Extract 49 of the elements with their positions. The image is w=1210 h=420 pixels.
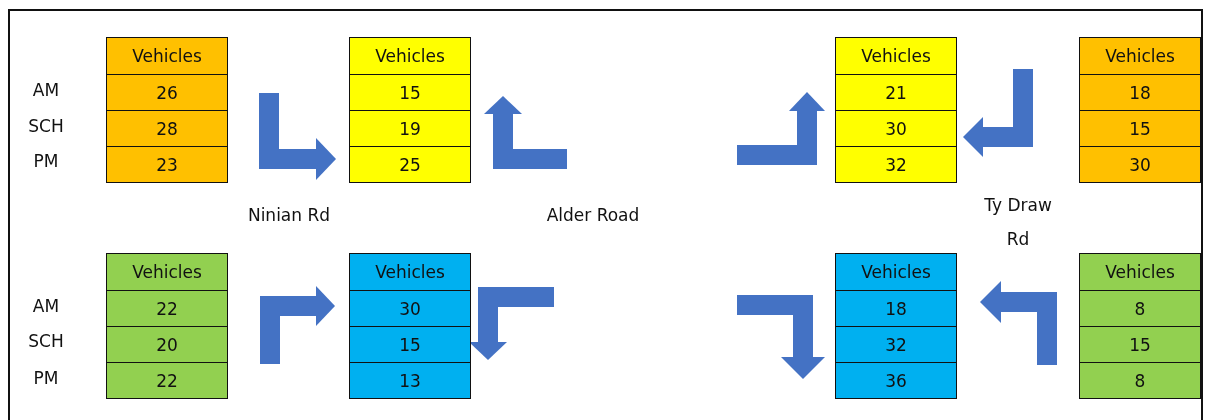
row-label: PM — [32, 151, 60, 171]
table-cell: 26 — [107, 74, 227, 110]
table-cell: 25 — [350, 146, 470, 182]
table-cell: 8 — [1080, 290, 1200, 326]
table-cell: 36 — [836, 362, 956, 398]
vehicle-count-table — [349, 253, 471, 399]
table-cell: 15 — [350, 74, 470, 110]
vehicle-count-table — [1079, 37, 1201, 183]
table-cell: 32 — [836, 146, 956, 182]
table-cell: 13 — [350, 362, 470, 398]
table-cell: 15 — [1080, 110, 1200, 146]
row-label: PM — [32, 368, 60, 388]
table-cell: 30 — [350, 290, 470, 326]
road-name: Ty Draw Rd — [983, 194, 1053, 251]
table-cell: 32 — [836, 326, 956, 362]
table-header: Vehicles — [860, 261, 932, 284]
vehicle-count-table — [106, 253, 228, 399]
table-cell: 20 — [107, 326, 227, 362]
vehicle-count-table — [835, 37, 957, 183]
table-header: Vehicles — [860, 45, 932, 68]
table-cell: 8 — [1080, 362, 1200, 398]
table-cell: 19 — [350, 110, 470, 146]
table-cell: 21 — [836, 74, 956, 110]
table-cell: 22 — [107, 362, 227, 398]
table-header: Vehicles — [1104, 45, 1176, 68]
row-label: AM — [31, 80, 61, 100]
table-cell: 22 — [107, 290, 227, 326]
table-header: Vehicles — [374, 45, 446, 68]
vehicle-count-table — [835, 253, 957, 399]
table-header: Vehicles — [131, 45, 203, 68]
row-label: SCH — [27, 331, 65, 351]
vehicle-count-table — [1079, 253, 1201, 399]
table-header: Vehicles — [131, 261, 203, 284]
table-header: Vehicles — [374, 261, 446, 284]
table-header: Vehicles — [1104, 261, 1176, 284]
road-name: Alder Road — [545, 205, 641, 225]
table-cell: 18 — [836, 290, 956, 326]
table-cell: 15 — [350, 326, 470, 362]
table-cell: 28 — [107, 110, 227, 146]
table-cell: 18 — [1080, 74, 1200, 110]
row-label: SCH — [27, 116, 65, 136]
road-name: Ninian Rd — [246, 205, 332, 225]
table-cell: 23 — [107, 146, 227, 182]
table-cell: 15 — [1080, 326, 1200, 362]
vehicle-count-table — [106, 37, 228, 183]
row-label: AM — [31, 296, 61, 316]
table-cell: 30 — [1080, 146, 1200, 182]
table-cell: 30 — [836, 110, 956, 146]
vehicle-count-table — [349, 37, 471, 183]
